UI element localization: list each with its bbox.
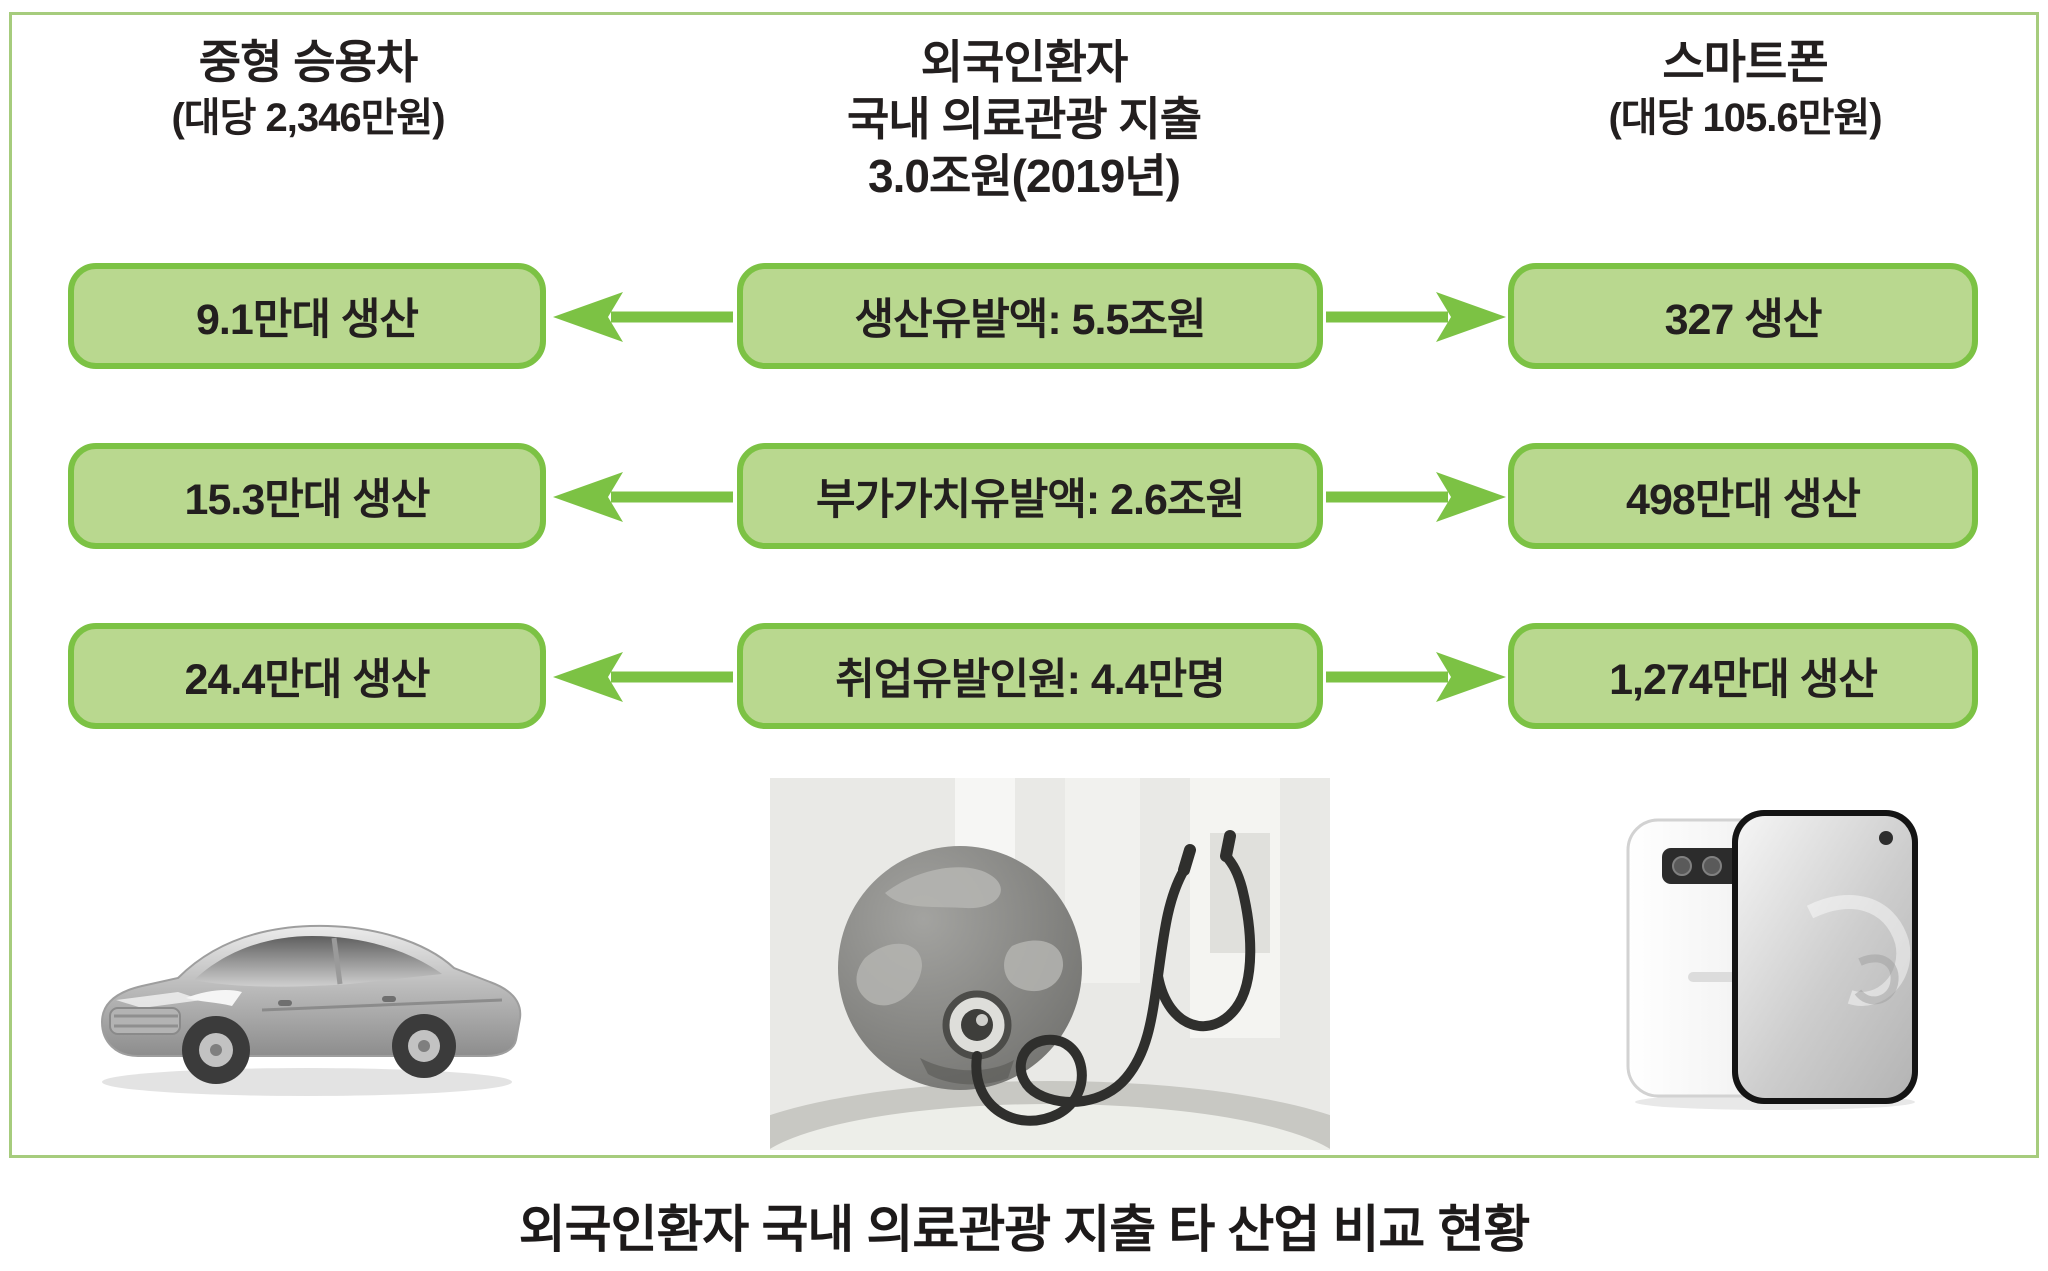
sedan-production-box-2: 15.3만대 생산 bbox=[68, 443, 546, 549]
column-header-medical-tourism: 외국인환자 국내 의료관광 지출 3.0조원(2019년) bbox=[714, 34, 1334, 205]
sedan-unit-price: (대당 2,346만원) bbox=[171, 95, 445, 140]
sedan-title: 중형 승용차 bbox=[198, 36, 418, 88]
smartphone-unit-price: (대당 105.6만원) bbox=[1608, 95, 1882, 140]
medical-title-line2: 국내 의료관광 지출 bbox=[846, 93, 1202, 146]
medical-title-line1: 외국인환자 bbox=[920, 36, 1129, 88]
production-inducement-box: 생산유발액: 5.5조원 bbox=[737, 263, 1323, 369]
smartphone-production-box-1: 327 생산 bbox=[1508, 263, 1978, 369]
figure-caption: 외국인환자 국내 의료관광 지출 타 산업 비교 현황 bbox=[518, 1201, 1531, 1258]
smartphone-title: 스마트폰 bbox=[1662, 36, 1828, 88]
sedan-production-box-3: 24.4만대 생산 bbox=[68, 623, 546, 729]
sedan-production-box-1: 9.1만대 생산 bbox=[68, 263, 546, 369]
smartphone-icon bbox=[1610, 792, 1940, 1114]
arrow-right-icon bbox=[1326, 472, 1506, 522]
value-added-inducement-box: 부가가치유발액: 2.6조원 bbox=[737, 443, 1323, 549]
globe-stethoscope-icon bbox=[770, 778, 1330, 1150]
arrow-left-icon bbox=[553, 292, 733, 342]
column-header-sedan: 중형 승용차 (대당 2,346만원) bbox=[58, 34, 558, 144]
medical-title-line3: 3.0조원(2019년) bbox=[868, 150, 1181, 203]
midsize-sedan-icon bbox=[82, 850, 542, 1110]
arrow-right-icon bbox=[1326, 292, 1506, 342]
arrow-left-icon bbox=[553, 652, 733, 702]
smartphone-production-box-3: 1,274만대 생산 bbox=[1508, 623, 1978, 729]
smartphone-production-box-2: 498만대 생산 bbox=[1508, 443, 1978, 549]
employment-inducement-box: 취업유발인원: 4.4만명 bbox=[737, 623, 1323, 729]
column-header-smartphone: 스마트폰 (대당 105.6만원) bbox=[1495, 34, 1995, 144]
arrow-right-icon bbox=[1326, 652, 1506, 702]
arrow-left-icon bbox=[553, 472, 733, 522]
